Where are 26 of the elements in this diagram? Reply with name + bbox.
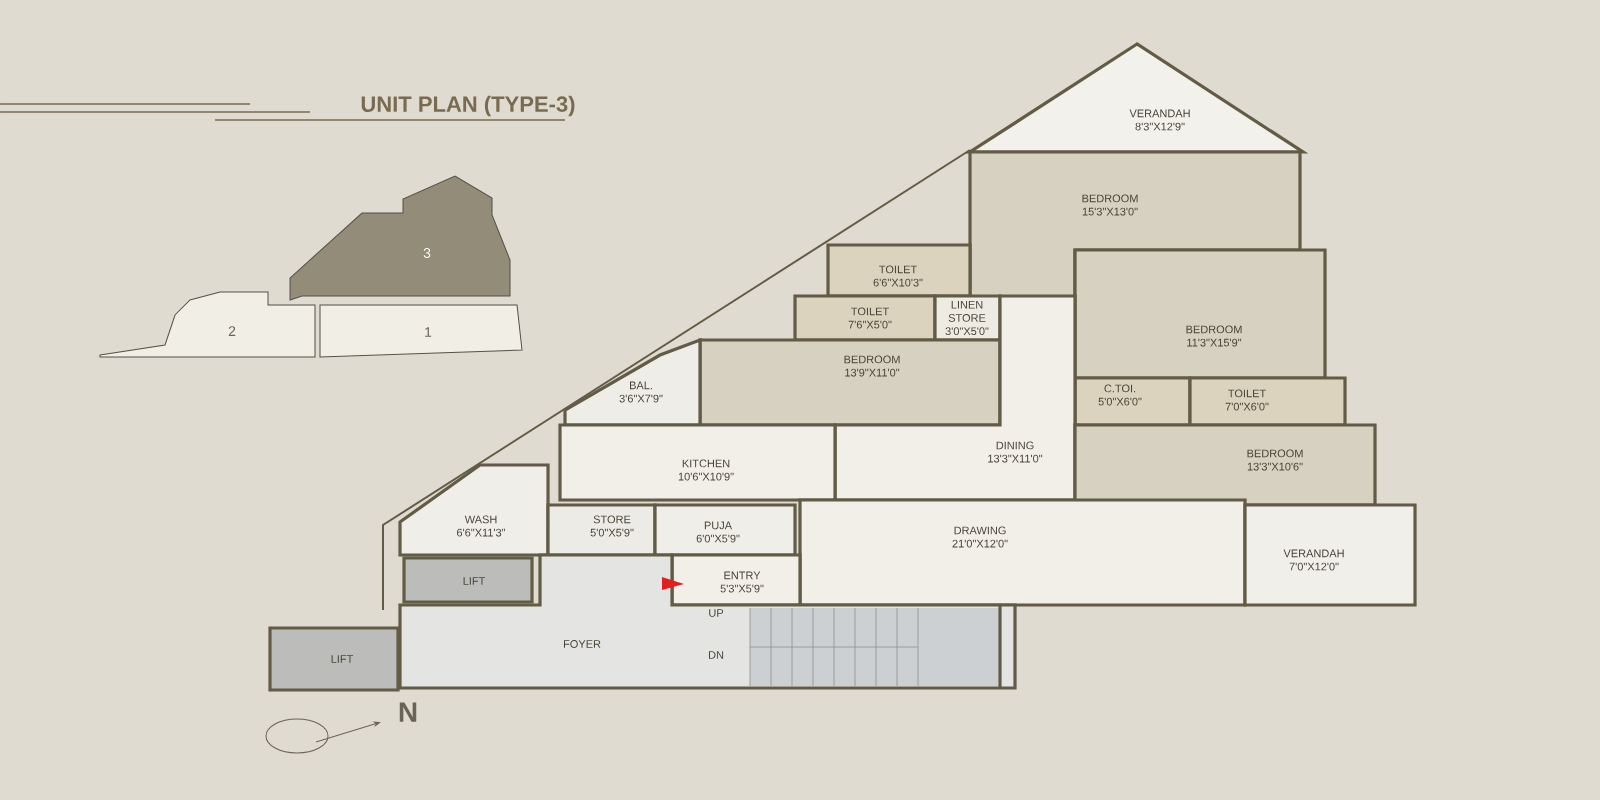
room-area: DRAWING 21'0"X12'0" <box>798 498 1247 607</box>
room-area: BEDROOM 13'9"X11'0" <box>698 338 1002 427</box>
room-area: VERANDAH 7'0"X12'0" <box>1243 503 1417 607</box>
room-area: WASH 6'6"X11'3" <box>398 463 550 557</box>
north-label: N <box>399 702 417 722</box>
room-area: TOILET 6'6"X10'3" <box>826 243 972 298</box>
room-area: LIFT <box>402 556 534 604</box>
room-area: C.TOI. 5'0"X6'0" <box>1073 376 1192 427</box>
plan-title: UNIT PLAN (TYPE-3) <box>361 95 575 117</box>
room-area: TOILET 7'0"X6'0" <box>1188 376 1347 427</box>
room-area: TOILET 7'6"X5'0" <box>793 294 937 342</box>
key-plan-unit: 2 <box>99 291 316 358</box>
room-area: BAL. 3'6"X7'9" <box>563 337 702 427</box>
room-area: BEDROOM 11'3"X15'9" <box>1073 248 1327 380</box>
stair-direction-label: UP <box>709 609 724 617</box>
room-area: KITCHEN 10'6"X10'9" <box>558 423 837 502</box>
room-area: PUJA 6'0"X5'9" <box>653 503 797 557</box>
key-plan-unit: 3 <box>289 175 511 301</box>
room-area: STORE 5'0"X5'9" <box>546 503 657 557</box>
key-plan-unit: 1 <box>319 304 523 358</box>
room-area: LINEN STORE 3'0"X5'0" <box>933 294 1002 342</box>
stair-direction-label: DN <box>709 651 724 659</box>
room-area: BEDROOM 13'3"X10'6" <box>1073 423 1377 507</box>
room-area: ENTRY 5'3"X5'9" <box>670 553 802 607</box>
room-area: BEDROOM 15'3"X13'0" <box>968 150 1302 302</box>
room-area: LIFT <box>268 626 400 692</box>
